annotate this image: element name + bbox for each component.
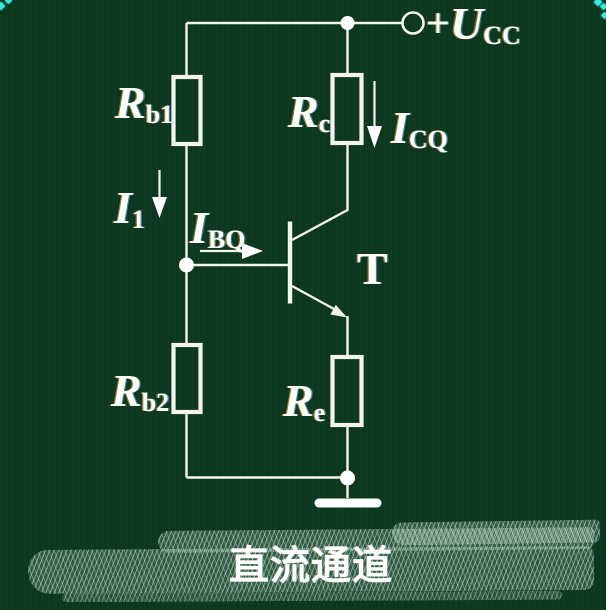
supply-terminal-circle xyxy=(401,11,425,35)
resistor-re xyxy=(330,354,364,428)
label-re-main: R xyxy=(283,375,314,426)
label-re-sub: e xyxy=(313,398,326,427)
label-re: Re xyxy=(283,374,325,427)
label-ucc-sub: CC xyxy=(483,21,521,50)
label-ibq-sub: BQ xyxy=(207,225,246,254)
transistor-emitter-arrow xyxy=(330,304,347,318)
label-icq-main: I xyxy=(391,102,409,153)
label-rb1: Rb1 xyxy=(115,76,173,129)
label-rb2-main: R xyxy=(111,365,142,416)
label-i1-main: I xyxy=(114,182,132,233)
wire-collector xyxy=(291,143,349,242)
arrow-icq-head xyxy=(367,126,382,148)
label-transistor: T xyxy=(357,242,388,295)
wire-emitter-diagonal xyxy=(291,284,335,311)
label-ucc-main: U xyxy=(449,0,484,49)
resistor-rb1 xyxy=(171,74,203,147)
label-i1-sub: 1 xyxy=(131,205,145,234)
label-rc-sub: c xyxy=(318,109,331,138)
label-rb1-sub: b1 xyxy=(145,100,174,129)
resistor-rc xyxy=(330,72,364,146)
label-icq: ICQ xyxy=(391,101,448,154)
label-rc: Rc xyxy=(288,85,330,138)
label-ucc-plus: + xyxy=(426,1,450,47)
arrow-ibq-head xyxy=(242,243,263,259)
label-ucc: +UCC xyxy=(426,0,521,50)
label-ibq: IBQ xyxy=(190,201,245,254)
resistor-rb2 xyxy=(171,342,203,415)
label-icq-sub: CQ xyxy=(408,125,448,154)
label-ibq-main: I xyxy=(190,202,208,253)
label-transistor-main: T xyxy=(357,243,388,294)
slide-caption: 直流通道 xyxy=(229,543,393,589)
transistor-base-bar xyxy=(287,221,293,304)
arrow-i1-head xyxy=(152,197,167,218)
label-rb2: Rb2 xyxy=(111,364,169,417)
label-rb1-main: R xyxy=(115,77,146,128)
junction-dot-top xyxy=(340,16,355,30)
junction-dot-base xyxy=(179,257,194,273)
label-rb2-sub: b2 xyxy=(141,388,170,417)
junction-dot-ground xyxy=(340,470,355,486)
label-i1: I1 xyxy=(114,181,145,234)
label-rc-main: R xyxy=(288,86,319,137)
